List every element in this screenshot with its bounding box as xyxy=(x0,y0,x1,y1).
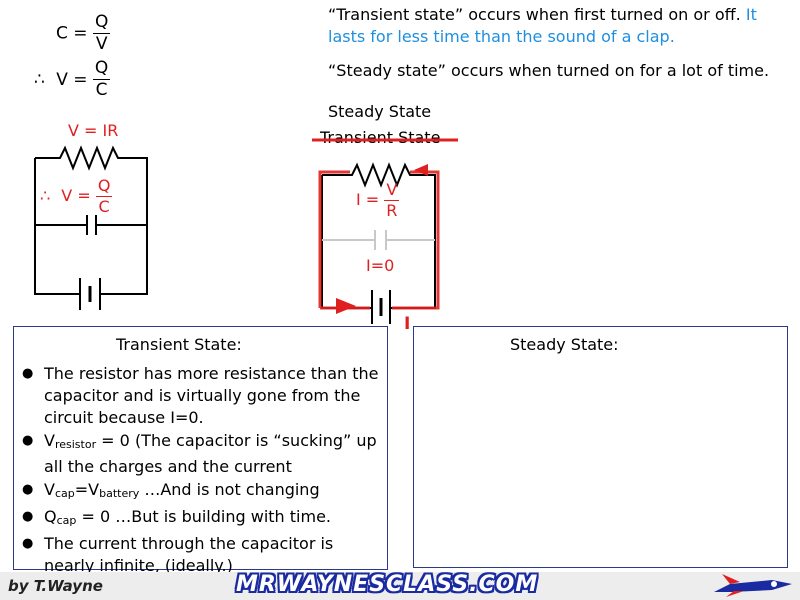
current-arrow-left xyxy=(414,164,428,176)
point-text: = 0 …But is building with time. xyxy=(76,507,331,526)
site-brand-logo[interactable]: MRWAYNESCLASS.COM xyxy=(236,572,539,597)
current-arrow-right xyxy=(336,298,356,314)
transient-box-title: Transient State: xyxy=(116,335,242,354)
fraction-q-over-c: Q C xyxy=(95,176,113,216)
transient-state-label: Transient State xyxy=(320,128,441,147)
rocket-icon xyxy=(714,574,792,597)
transient-definition: “Transient state” occurs when first turn… xyxy=(328,4,798,48)
steady-state-label: Steady State xyxy=(328,102,432,121)
formula-i-lhs: I = xyxy=(356,190,380,209)
list-item: Vresistor = 0 (The capacitor is “sucking… xyxy=(20,430,388,478)
steady-state-box: Steady State: xyxy=(413,326,788,568)
point-text: The current through the capacitor is nea… xyxy=(44,534,334,575)
point-subscript: battery xyxy=(99,487,140,500)
steady-definition: “Steady state” occurs when turned on for… xyxy=(328,61,770,80)
point-var: =V xyxy=(74,480,100,499)
resistor-branch xyxy=(35,145,148,295)
point-subscript: resistor xyxy=(54,438,97,451)
fraction-q-over-v: Q V xyxy=(92,12,111,54)
right-circuit-diagram xyxy=(312,138,458,324)
formula-v-lhs: V = xyxy=(56,69,88,90)
transient-state-box: Transient State: The resistor has more r… xyxy=(13,326,388,575)
fraction-denominator: C xyxy=(95,80,108,100)
fraction-numerator: Q xyxy=(92,12,111,34)
point-var: V xyxy=(44,431,55,450)
fraction-numerator: Q xyxy=(92,58,111,80)
point-var: Q xyxy=(44,507,57,526)
list-item: Qcap = 0 …But is building with time. xyxy=(20,506,388,532)
left-circuit-diagram xyxy=(34,145,148,310)
resistor-voltage-label: V = IR xyxy=(68,121,119,140)
point-subscript: cap xyxy=(56,514,77,527)
point-text: The resistor has more resistance than th… xyxy=(44,364,379,427)
footer-bar xyxy=(0,572,800,600)
point-var: V xyxy=(44,480,55,499)
transient-points-list: The resistor has more resistance than th… xyxy=(20,363,388,578)
therefore-symbol: ∴ xyxy=(40,186,51,205)
list-item: The current through the capacitor is nea… xyxy=(20,533,388,577)
capacitor-current-label: I=0 xyxy=(366,256,395,275)
point-text: …And is not changing xyxy=(139,480,320,499)
list-item: Vcap=Vbattery …And is not changing xyxy=(20,479,388,505)
resistor-branch xyxy=(322,162,436,309)
author-credit: by T.Wayne xyxy=(8,577,103,595)
fraction-q-over-c: Q C xyxy=(92,58,111,100)
current-label: I xyxy=(404,314,411,334)
therefore-symbol: ∴ xyxy=(34,69,45,90)
voltage-formula: ∴ V = Q C xyxy=(34,58,111,100)
point-subscript: cap xyxy=(54,487,75,500)
fraction-numerator: V xyxy=(384,180,400,201)
current-formula: I = V R xyxy=(356,180,400,220)
steady-box-title: Steady State: xyxy=(510,335,619,354)
capacitor-voltage-formula: ∴ V = Q C xyxy=(40,176,113,216)
fraction-denominator: R xyxy=(386,201,398,220)
transient-definition-text: “Transient state” occurs when first turn… xyxy=(328,5,741,24)
clap-comparison-text: It lasts for less time than the sound of… xyxy=(328,5,757,46)
list-item: The resistor has more resistance than th… xyxy=(20,363,388,429)
fraction-v-over-r: V R xyxy=(384,180,400,220)
fraction-numerator: Q xyxy=(95,176,113,197)
point-text: = 0 (The capacitor is “sucking” up all t… xyxy=(44,431,377,476)
formula-v-lhs: V = xyxy=(61,186,91,205)
fraction-denominator: C xyxy=(98,197,110,216)
left-wire xyxy=(34,158,80,295)
fraction-denominator: V xyxy=(95,34,108,54)
formula-c-lhs: C = xyxy=(56,23,88,44)
capacitance-formula: C = Q V xyxy=(56,12,111,54)
